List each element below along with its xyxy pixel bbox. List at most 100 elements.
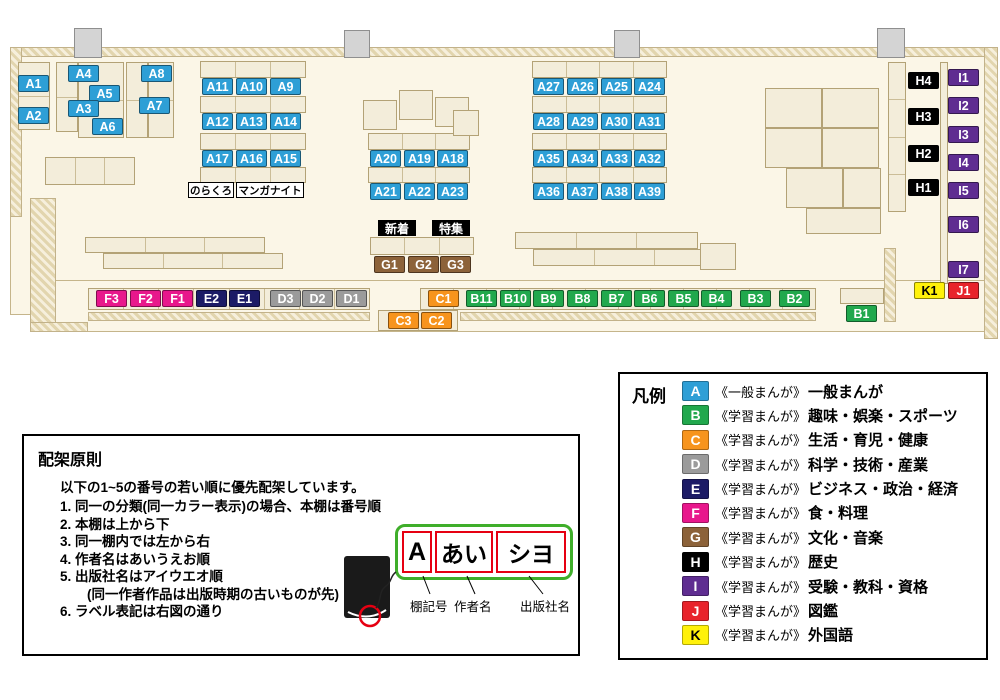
legend-category-label: 図鑑 xyxy=(808,603,839,621)
legend-series-label: 《学習まんが》 xyxy=(715,433,807,449)
shelf-block xyxy=(399,90,433,120)
shelf-label-A11: A11 xyxy=(202,78,233,95)
shelf-label-J1: J1 xyxy=(948,282,979,299)
shelf-label-A15: A15 xyxy=(270,150,301,167)
shelf-block xyxy=(840,288,884,304)
legend-row-K: K 《学習まんが》外国語 xyxy=(682,624,958,645)
wall-hatch xyxy=(884,248,896,322)
wall-hatch xyxy=(984,47,998,339)
shelf-label-マンガナイト: マンガナイト xyxy=(236,182,304,198)
shelf-block xyxy=(765,128,822,168)
legend-color-swatch-F: F xyxy=(682,502,709,523)
wall-hatch xyxy=(10,47,992,57)
shelf-label-B3: B3 xyxy=(740,290,771,307)
wall-hatch xyxy=(88,312,370,321)
principles-item: 1. 同一の分類(同一カラー表示)の場合、本棚は番号順 xyxy=(60,499,382,514)
shelf-label-C2: C2 xyxy=(421,312,452,329)
shelf-block xyxy=(200,167,306,183)
shelf-label-B8: B8 xyxy=(567,290,598,307)
shelf-block xyxy=(533,249,716,266)
shelf-label-D2: D2 xyxy=(302,290,333,307)
label-example-author: あい xyxy=(435,531,493,573)
principles-item: 6. ラベル表記は右図の通り xyxy=(60,604,224,619)
shelf-block xyxy=(532,96,667,113)
shelf-block xyxy=(532,167,667,183)
shelf-label-A3: A3 xyxy=(68,100,99,117)
shelf-label-I4: I4 xyxy=(948,154,979,171)
shelf-label-A8: A8 xyxy=(141,65,172,82)
legend-color-swatch-I: I xyxy=(682,576,709,597)
shelf-block xyxy=(843,168,881,208)
legend-series-label: 《学習まんが》 xyxy=(715,579,807,595)
wall-hatch xyxy=(30,322,88,332)
pillar xyxy=(614,30,640,58)
shelf-label-A12: A12 xyxy=(202,113,233,130)
legend-category-label: 趣味・娯楽・スポーツ xyxy=(808,407,958,425)
shelf-label-新着: 新着 xyxy=(378,220,416,236)
shelf-block xyxy=(888,62,906,212)
legend-category-label: 受験・教科・資格 xyxy=(808,578,929,596)
shelf-label-I3: I3 xyxy=(948,126,979,143)
shelf-label-A37: A37 xyxy=(567,183,598,200)
legend-color-swatch-K: K xyxy=(682,624,709,645)
legend-category-label: 一般まんが xyxy=(808,383,884,401)
principles-item: 2. 本棚は上から下 xyxy=(60,516,170,532)
legend-category-label: 歴史 xyxy=(808,554,839,572)
shelf-label-B4: B4 xyxy=(701,290,732,307)
shelf-label-H4: H4 xyxy=(908,72,939,89)
legend-category-label: 外国語 xyxy=(808,627,854,645)
shelf-block xyxy=(940,62,948,284)
shelf-label-A18: A18 xyxy=(437,150,468,167)
shelf-label-A30: A30 xyxy=(601,113,632,130)
shelf-block xyxy=(786,168,843,208)
legend-row-F: F《学習まんが》食・料理 xyxy=(682,502,958,523)
shelf-label-のらくろ: のらくろ xyxy=(188,182,234,198)
shelf-label-A4: A4 xyxy=(68,65,99,82)
label-example-box: A あい シヨ xyxy=(395,524,573,580)
shelf-label-D3: D3 xyxy=(270,290,301,307)
shelf-label-A7: A7 xyxy=(139,97,170,114)
shelf-label-G1: G1 xyxy=(374,256,405,273)
principles-item: 3. 同一棚内では左から右 xyxy=(60,534,211,549)
shelf-label-A39: A39 xyxy=(634,183,665,200)
shelf-label-A5: A5 xyxy=(89,85,120,102)
caption-shelf-code: 棚記号 xyxy=(410,600,448,614)
shelf-label-A20: A20 xyxy=(370,150,401,167)
shelf-label-E1: E1 xyxy=(229,290,260,307)
principles-item: 5. 出版社名はアイウエオ順 xyxy=(60,569,223,584)
shelf-block xyxy=(45,157,135,185)
shelf-label-B6: B6 xyxy=(634,290,665,307)
shelf-label-D1: D1 xyxy=(336,290,367,307)
legend-series-label: 《学習まんが》 xyxy=(715,628,807,644)
caption-author: 作者名 xyxy=(454,600,492,614)
shelf-label-A1: A1 xyxy=(18,75,49,92)
shelf-label-I2: I2 xyxy=(948,97,979,114)
legend-row-C: C《学習まんが》生活・育児・健康 xyxy=(682,429,958,450)
shelf-block xyxy=(822,128,879,168)
shelf-label-I6: I6 xyxy=(948,216,979,233)
principles-intro: 以下の1~5の番号の若い順に優先配架しています。 xyxy=(60,480,365,495)
pillar xyxy=(74,28,102,58)
shelf-block xyxy=(363,100,397,130)
shelf-label-A17: A17 xyxy=(202,150,233,167)
shelf-block xyxy=(368,167,470,183)
shelf-label-F1: F1 xyxy=(162,290,193,307)
shelf-block xyxy=(515,232,698,249)
legend-series-label: 《学習まんが》 xyxy=(715,408,807,424)
shelf-block xyxy=(200,61,306,78)
shelf-label-H1: H1 xyxy=(908,179,939,196)
shelf-label-A10: A10 xyxy=(236,78,267,95)
legend-series-label: 《学習まんが》 xyxy=(715,530,807,546)
legend-category-label: 科学・技術・産業 xyxy=(808,456,929,474)
legend-row-B: B《学習まんが》趣味・娯楽・スポーツ xyxy=(682,405,958,426)
legend-row-D: D 《学習まんが》科学・技術・産業 xyxy=(682,454,958,475)
legend-row-J: J《学習まんが》図鑑 xyxy=(682,600,958,621)
shelf-label-I5: I5 xyxy=(948,182,979,199)
shelf-label-B10: B10 xyxy=(500,290,531,307)
legend-category-label: 文化・音楽 xyxy=(808,529,884,547)
legend-series-label: 《学習まんが》 xyxy=(715,457,807,473)
legend-category-label: 生活・育児・健康 xyxy=(808,432,929,450)
legend-row-G: G《学習まんが》文化・音楽 xyxy=(682,527,958,548)
legend-color-swatch-D: D xyxy=(682,454,709,475)
legend-series-label: 《学習まんが》 xyxy=(715,555,807,571)
